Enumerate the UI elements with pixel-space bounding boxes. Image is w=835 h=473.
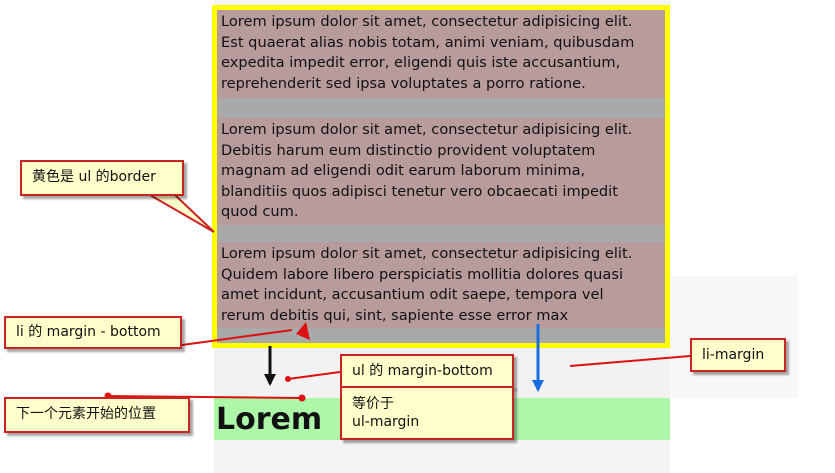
equivalent-callout-line2: ul-margin [352,414,420,430]
ul-border-callout: 黄色是 ul 的border [20,160,184,196]
list-item-text: Lorem ipsum dolor sit amet, consectetur … [221,121,633,220]
list-item: Lorem ipsum dolor sit amet, consectetur … [217,242,665,328]
li-margin-callout-text: li-margin [702,347,765,363]
next-element-pointer [107,395,303,399]
next-element-text: Lorem [216,402,323,437]
list-item: Lorem ipsum dolor sit amet, consectetur … [217,10,665,98]
ul-margin-bottom-callout-text: ul 的 margin-bottom [352,363,493,379]
li-margin-bottom-callout-text: li 的 margin - bottom [16,324,161,340]
next-element-pointer-dot-right [298,394,306,402]
li-margin-callout: li-margin [690,338,786,372]
li-margin-pointer [181,329,293,346]
side-background [670,276,798,398]
ul-margin-bottom-callout: ul 的 margin-bottom [340,354,514,388]
next-element-start-callout-text: 下一个元素开始的位置 [16,406,156,422]
equivalent-callout-line1: 等价于 [352,396,394,412]
list-item-text: Lorem ipsum dolor sit amet, consectetur … [221,13,635,92]
li-margin-arrowhead [296,322,310,340]
ul-border-callout-tail [146,194,215,233]
li-margin-callout-pointer [569,355,691,367]
li-margin-bottom-callout: li 的 margin - bottom [4,316,182,349]
equivalent-callout: 等价于 ul-margin [340,386,514,440]
ul-element: Lorem ipsum dolor sit amet, consectetur … [212,5,670,348]
ul-margin-pointer [287,371,341,380]
list-item-text: Lorem ipsum dolor sit amet, consectetur … [221,245,633,324]
ul-margin-pointer-dot [285,376,291,382]
next-element-start-callout: 下一个元素开始的位置 [4,397,190,433]
list-item: Lorem ipsum dolor sit amet, consectetur … [217,118,665,225]
ul-border-callout-text: 黄色是 ul 的border [32,169,156,185]
